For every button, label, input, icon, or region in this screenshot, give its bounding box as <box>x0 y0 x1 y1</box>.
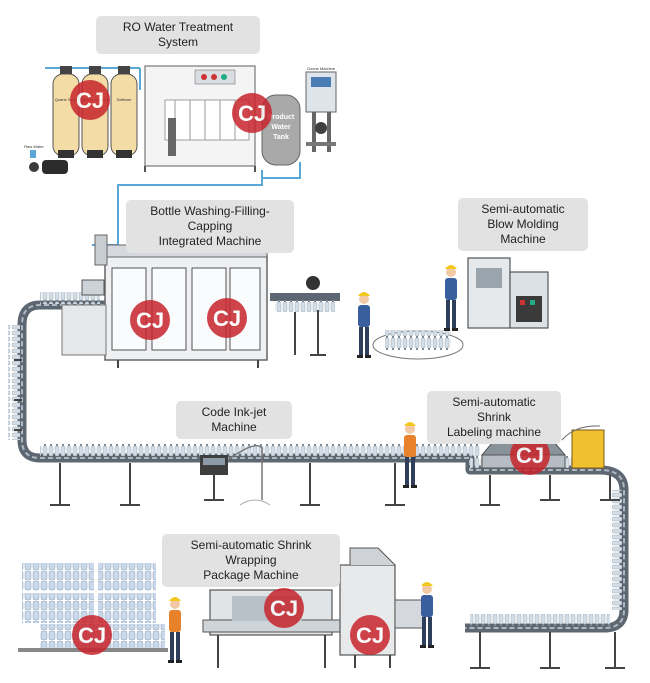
label-blow-molding: Semi-automatic Blow Molding Machine <box>458 198 588 251</box>
bottle-row <box>470 614 610 626</box>
label-text: Integrated Machine <box>158 234 262 248</box>
label-code-inkjet: Code Ink-jet Machine <box>176 401 292 439</box>
worker-figure <box>420 582 434 648</box>
helmet-icon <box>169 597 181 601</box>
filter-tank <box>110 73 138 158</box>
worker-figure <box>357 292 371 358</box>
cj-logo-icon: CJ <box>70 80 110 120</box>
label-shrink-labeling: Semi-automatic Shrink Labeling machine <box>427 391 561 444</box>
cj-logo-icon: CJ <box>232 93 272 133</box>
helmet-icon <box>445 265 457 269</box>
label-text: RO Water Treatment System <box>122 20 234 49</box>
ink-jet-machine <box>200 445 271 506</box>
ozone-machine: Ozone Machine <box>305 66 337 152</box>
worker-figure <box>444 265 458 331</box>
cj-logo-icon: CJ <box>72 615 112 655</box>
conveyor-legs <box>14 359 625 669</box>
cj-logo-text: CJ <box>356 623 384 648</box>
product-tank-label: Tank <box>273 134 289 141</box>
helmet-icon <box>404 422 416 426</box>
label-bottle-washing: Bottle Washing-Filling-Capping Integrate… <box>126 200 294 253</box>
bottle-pile <box>372 330 464 360</box>
label-text: Package Machine <box>203 568 299 582</box>
bottle-row <box>40 444 480 456</box>
cj-logo-text: CJ <box>213 306 241 331</box>
ozone-label: Ozone Machine <box>307 66 336 71</box>
product-tank-label: Water <box>271 124 290 131</box>
blow-molding-machine <box>467 257 549 329</box>
tank-label: Softener <box>116 97 132 102</box>
cj-logo-icon: CJ <box>130 300 170 340</box>
label-text: Labeling machine <box>446 425 542 439</box>
worker-figure <box>403 422 417 488</box>
label-shrink-wrapping: Semi-automatic Shrink Wrapping Package M… <box>162 534 340 587</box>
cj-logo-text: CJ <box>76 88 104 113</box>
raw-water-pump <box>29 150 68 174</box>
cj-logo-text: CJ <box>238 101 266 126</box>
helmet-icon <box>421 582 433 586</box>
worker-figure <box>168 597 182 663</box>
label-ro-water-treatment: RO Water Treatment System <box>96 16 260 54</box>
cj-logo-text: CJ <box>136 308 164 333</box>
tank-label: Quartz Sand <box>55 97 77 102</box>
bottle-row <box>610 490 622 610</box>
raw-water-label: Raw Water <box>24 144 44 149</box>
helmet-icon <box>358 292 370 296</box>
workers <box>168 265 458 663</box>
ro-water-treatment-system: Product Water Tank Ozone Machine Quartz … <box>24 65 337 246</box>
watermarks: CJ CJ CJ CJ CJ CJ CJ CJ <box>70 80 550 655</box>
product-tank-label: Product <box>268 114 295 121</box>
water-pipe <box>262 162 301 179</box>
bottle-row <box>8 325 20 440</box>
cj-logo-text: CJ <box>78 623 106 648</box>
filter-tank <box>52 73 80 158</box>
conveyor-line <box>8 292 629 669</box>
label-text: Bottle Washing-Filling-Capping <box>150 204 270 233</box>
label-text: Blow Molding Machine <box>487 217 559 246</box>
label-text: Semi-automatic Shrink Wrapping <box>190 538 312 567</box>
cj-logo-text: CJ <box>270 596 298 621</box>
cj-logo-text: CJ <box>516 443 544 468</box>
label-text: Semi-automatic Shrink <box>452 395 536 424</box>
label-text: Semi-automatic <box>481 202 565 216</box>
cj-logo-icon: CJ <box>510 435 550 475</box>
cj-logo-icon: CJ <box>207 298 247 338</box>
cj-logo-icon: CJ <box>264 588 304 628</box>
cj-logo-icon: CJ <box>350 615 390 655</box>
label-text: Code Ink-jet Machine <box>201 405 267 434</box>
